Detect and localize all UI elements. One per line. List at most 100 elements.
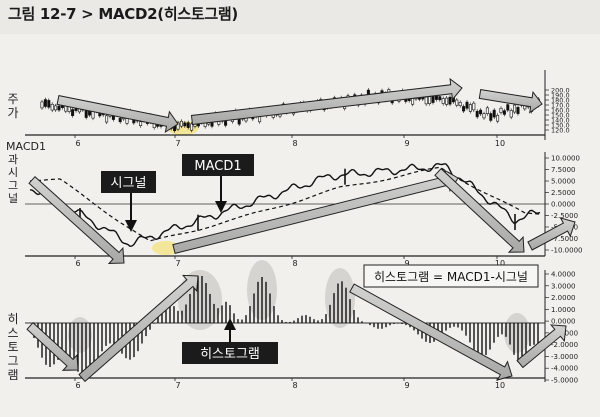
price-candle <box>91 111 95 119</box>
price-candle <box>84 110 88 118</box>
trend-arrow <box>172 169 459 255</box>
x-tick-label: 7 <box>175 381 180 390</box>
histogram-callout: 히스토그램 <box>182 318 278 364</box>
y-tick-label: -7.5000 <box>551 235 578 243</box>
price-candle <box>513 104 517 113</box>
price-candle <box>71 109 75 116</box>
y-tick-label: 2.5000 <box>551 189 576 197</box>
price-candle <box>485 107 489 114</box>
price-candle <box>468 104 472 112</box>
y-tick-label: 0.0000 <box>551 318 576 326</box>
trend-arrow <box>478 89 543 114</box>
price-candle <box>448 96 452 105</box>
side-label-text: MACD1과 시그널 <box>6 140 46 205</box>
price-candle <box>40 101 44 109</box>
trend-arrow <box>434 167 525 253</box>
price-candle <box>57 105 61 111</box>
y-tick-label: 7.5000 <box>551 166 576 174</box>
x-tick-label: 8 <box>292 381 297 390</box>
price-candle <box>516 107 520 114</box>
price-candle <box>499 107 503 113</box>
y-tick-label: -5.0000 <box>551 377 578 385</box>
y-tick-label: 4.0000 <box>551 271 576 279</box>
side-label-text: 주가 <box>7 92 19 120</box>
price-candle <box>438 96 442 101</box>
price-candle <box>445 97 449 105</box>
macd1-callout-text: MACD1 <box>194 159 241 174</box>
y-tick-label: -2.5000 <box>551 212 578 220</box>
y-tick-label: 1.0000 <box>551 306 576 314</box>
side-label-macd: MACD1과 시그널 <box>6 140 46 205</box>
y-tick-label: 190.0 <box>551 92 570 100</box>
macd1-callout: MACD1 <box>182 154 254 213</box>
price-candle <box>50 103 54 111</box>
price-candle <box>186 122 190 128</box>
signal-callout-text: 시그널 <box>111 176 147 191</box>
trend-arrow <box>349 283 513 381</box>
x-tick-label: 8 <box>292 259 297 268</box>
trend-arrow <box>516 324 567 369</box>
price-candle <box>139 121 143 127</box>
y-tick-label: -4.0000 <box>551 365 578 373</box>
price-candle <box>105 115 109 123</box>
trend-arrow <box>78 274 199 383</box>
y-tick-label: 10.0000 <box>551 155 580 163</box>
x-tick-label: 9 <box>404 381 409 390</box>
y-tick-label: 140.0 <box>551 117 570 125</box>
y-tick-label: 150.0 <box>551 112 570 120</box>
formula-text: 히스토그램 = MACD1-시그널 <box>374 270 528 284</box>
x-tick-label: 9 <box>404 139 409 148</box>
x-tick-label: 10 <box>495 139 505 148</box>
y-tick-label: 160.0 <box>551 107 570 115</box>
price-candle <box>472 102 476 111</box>
price-candle <box>479 109 483 115</box>
price-candle <box>496 114 500 122</box>
y-tick-label: 3.0000 <box>551 282 576 290</box>
y-tick-label: 130.0 <box>551 122 570 130</box>
price-candle <box>502 110 506 115</box>
price-candle <box>428 96 432 104</box>
y-tick-label: -10.0000 <box>551 247 582 255</box>
x-tick-label: 6 <box>75 381 80 390</box>
trend-arrow <box>26 321 79 371</box>
signal-callout: 시그널 <box>101 171 156 232</box>
x-tick-label: 6 <box>75 139 80 148</box>
price-candle <box>43 99 47 107</box>
price-candle <box>492 109 496 118</box>
price-candle <box>224 121 228 126</box>
side-label-price: 주가 <box>6 92 20 120</box>
y-tick-label: -2.0000 <box>551 341 578 349</box>
x-tick-label: 6 <box>75 259 80 268</box>
y-tick-label: 120.0 <box>551 127 570 135</box>
x-tick-label: 8 <box>292 139 297 148</box>
histogram-peak-shade <box>68 317 92 353</box>
y-tick-label: 2.0000 <box>551 294 576 302</box>
trend-arrow <box>190 77 463 126</box>
price-candle <box>475 110 479 118</box>
price-candle <box>179 120 183 127</box>
price-candle <box>509 110 513 118</box>
y-tick-label: -3.0000 <box>551 353 578 361</box>
price-candle <box>411 97 415 105</box>
histogram-peak-shade <box>178 270 222 330</box>
y-tick-label: 170.0 <box>551 102 570 110</box>
x-tick-label: 7 <box>175 259 180 268</box>
x-tick-label: 10 <box>495 259 505 268</box>
x-tick-label: 10 <box>495 381 505 390</box>
price-candle <box>482 113 486 119</box>
price-candle <box>465 101 469 109</box>
y-tick-label: 200.0 <box>551 87 570 95</box>
price-candle <box>424 96 428 105</box>
price-candle <box>54 105 58 111</box>
price-candle <box>190 123 194 131</box>
price-candle <box>431 95 435 103</box>
price-candle <box>118 117 122 123</box>
y-tick-label: 0.0000 <box>551 201 576 209</box>
price-candle <box>458 102 462 107</box>
price-candle <box>441 98 445 104</box>
side-label-histogram: 히스토그램 <box>6 312 20 382</box>
y-tick-label: 180.0 <box>551 97 570 105</box>
price-candle <box>455 99 459 106</box>
price-candle <box>47 100 51 108</box>
